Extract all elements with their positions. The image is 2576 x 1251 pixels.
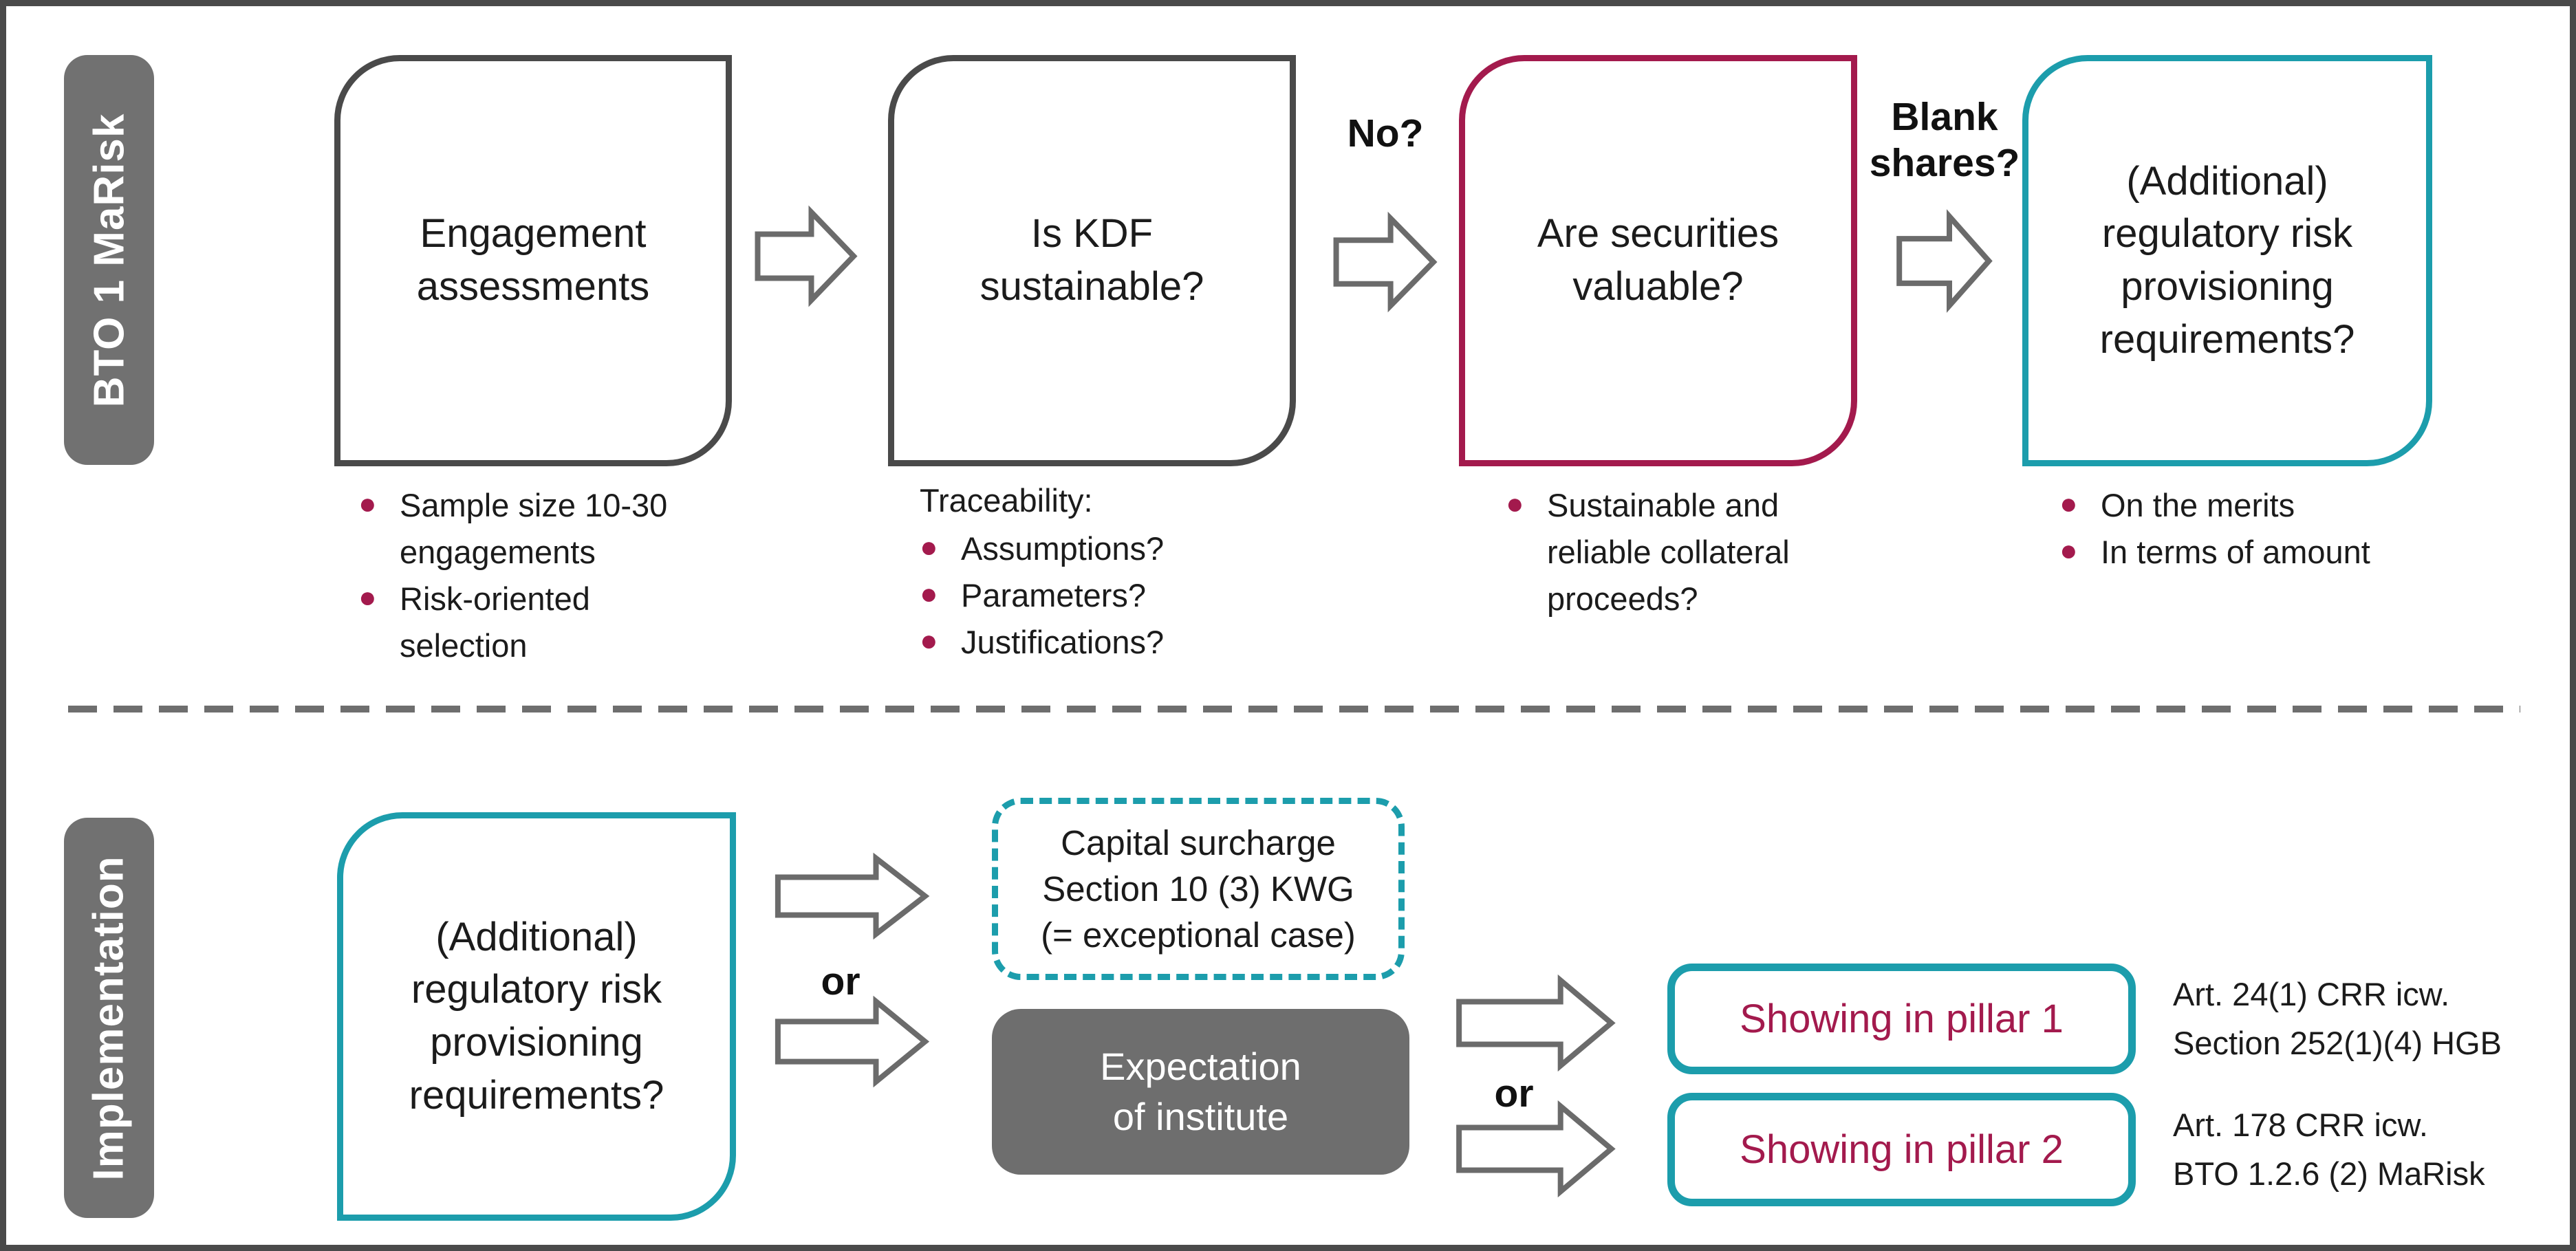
bullet-dot-icon: ● (2059, 487, 2078, 521)
pillar-label: Showing in pillar 2 (1740, 1127, 2064, 1172)
bullet-text: Risk-oriented selection (400, 580, 590, 664)
bullet-text: On the merits (2101, 487, 2295, 523)
bullet-dot-icon: ● (358, 580, 377, 615)
box-expectation-of-institute: Expectation of institute (992, 1009, 1409, 1175)
bullet-dot-icon: ● (2059, 534, 2078, 568)
box-title: Engagement assessments (416, 211, 650, 309)
arrow-right-icon (773, 999, 931, 1085)
bullet-list-header: Traceability: (920, 482, 1093, 519)
bullet-item: ● Sample size 10-30 engagements (358, 482, 744, 576)
box-is-kdf-sustainable: Is KDF sustainable? (888, 55, 1296, 466)
bullet-text: Justifications? (961, 624, 1165, 661)
bullet-list-traceability: Traceability: ● Assumptions? ● Parameter… (920, 477, 1305, 666)
bullet-dot-icon: ● (920, 577, 938, 611)
pillar-label: Showing in pillar 1 (1740, 997, 2064, 1041)
bullet-dot-icon: ● (920, 624, 938, 658)
arrow-right-icon (1333, 215, 1438, 309)
box-are-securities-valuable: Are securities valuable? (1459, 55, 1857, 466)
label-or: or (821, 959, 861, 1003)
label-blank-shares: Blank shares? (1869, 95, 2020, 186)
label-or: or (1494, 1071, 1534, 1116)
arrow-right-icon (1896, 213, 1993, 309)
bullet-text: Sustainable and reliable collateral proc… (1547, 487, 1790, 618)
box-title: (Additional) regulatory risk provisionin… (2099, 158, 2355, 362)
box-title: Expectation of institute (1100, 1044, 1301, 1138)
note-pillar-1: Art. 24(1) CRR icw. Section 252(1)(4) HG… (2173, 976, 2502, 1061)
bullet-item: ● Justifications? (920, 619, 1305, 666)
bullet-list-collateral: ● Sustainable and reliable collateral pr… (1506, 482, 1877, 622)
bullet-item: ● Assumptions? (920, 525, 1305, 572)
box-engagement-assessments: Engagement assessments (334, 55, 732, 466)
lane-label: Implementation (85, 855, 133, 1181)
bullet-dot-icon: ● (358, 487, 377, 521)
bullet-text: Parameters? (961, 577, 1147, 614)
bullet-item: ● Parameters? (920, 572, 1305, 619)
box-capital-surcharge: Capital surcharge Section 10 (3) KWG (= … (992, 798, 1405, 980)
section-divider (68, 706, 2520, 712)
box-regulatory-risk-requirements-impl: (Additional) regulatory risk provisionin… (337, 812, 736, 1221)
arrow-right-icon (755, 209, 858, 303)
lane-header-bto1-marisk: BTO 1 MaRisk (64, 55, 154, 465)
box-showing-pillar-1: Showing in pillar 1 (1667, 964, 2136, 1074)
bullet-dot-icon: ● (1506, 487, 1524, 521)
box-showing-pillar-2: Showing in pillar 2 (1667, 1093, 2136, 1206)
box-regulatory-risk-requirements: (Additional) regulatory risk provisionin… (2022, 55, 2432, 466)
box-title: Is KDF sustainable? (979, 211, 1204, 309)
box-title: (Additional) regulatory risk provisionin… (409, 914, 664, 1118)
arrow-right-icon (773, 856, 931, 937)
bullet-text: In terms of amount (2101, 534, 2370, 571)
label-no: No? (1347, 111, 1424, 155)
box-title: Capital surcharge Section 10 (3) KWG (= … (1041, 823, 1356, 955)
bullet-item: ● In terms of amount (2059, 529, 2445, 576)
bullet-list-requirements: ● On the merits ● In terms of amount (2059, 482, 2445, 576)
bullet-text: Sample size 10-30 engagements (400, 487, 668, 571)
arrow-right-icon (1454, 977, 1618, 1069)
bullet-item: ● Sustainable and reliable collateral pr… (1506, 482, 1877, 622)
arrow-right-icon (1454, 1103, 1618, 1195)
bullet-list-engagement: ● Sample size 10-30 engagements ● Risk-o… (358, 482, 744, 670)
bullet-text: Assumptions? (961, 530, 1165, 567)
bullet-item: ● Risk-oriented selection (358, 576, 744, 669)
bullet-item: ● On the merits (2059, 482, 2445, 529)
bullet-dot-icon: ● (920, 530, 938, 565)
lane-label: BTO 1 MaRisk (85, 113, 133, 407)
lane-header-implementation: Implementation (64, 818, 154, 1218)
box-title: Are securities valuable? (1537, 211, 1779, 309)
note-pillar-2: Art. 178 CRR icw. BTO 1.2.6 (2) MaRisk (2173, 1107, 2485, 1192)
